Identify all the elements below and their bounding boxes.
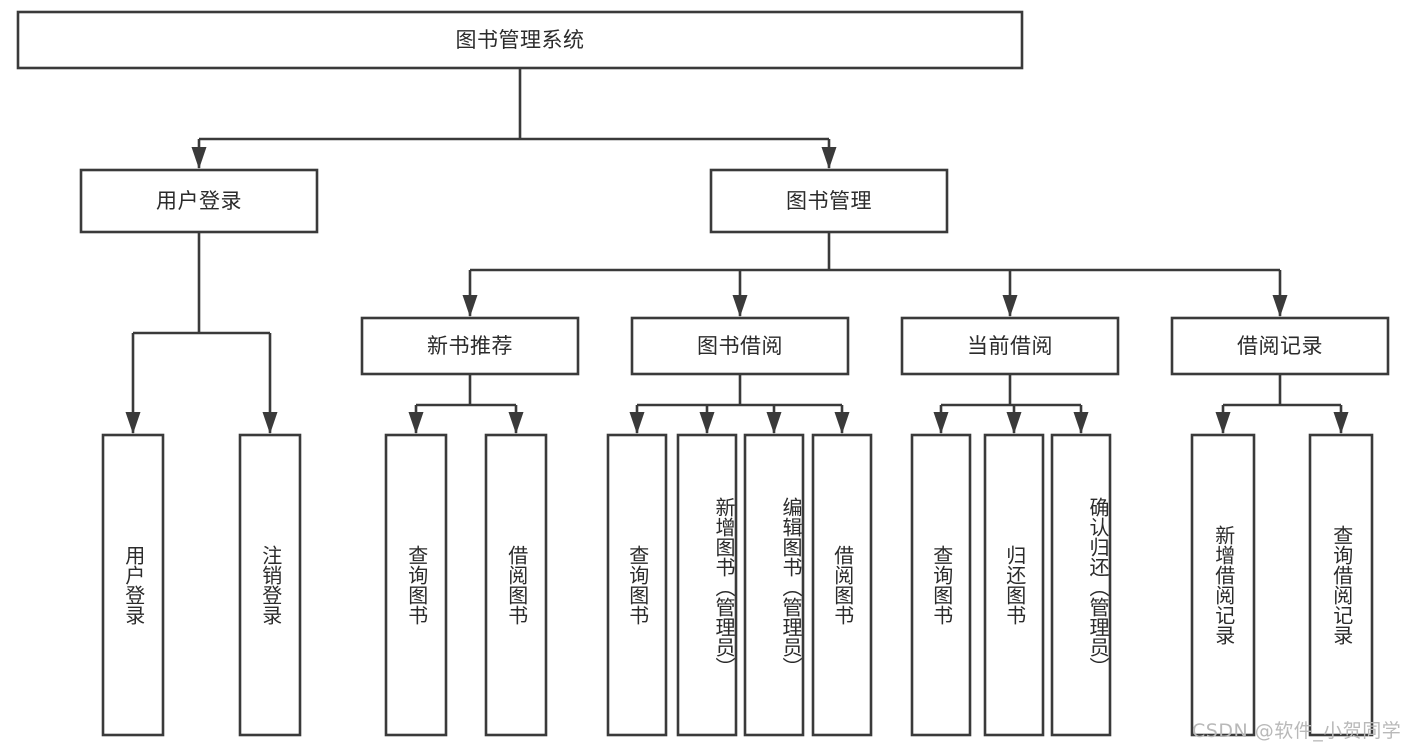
connector-layer <box>125 68 1349 434</box>
arrow-head-icon <box>462 295 478 317</box>
node-leaf-0 <box>101 433 165 737</box>
node-leaf-3 <box>484 433 548 737</box>
node-leaf-4 <box>606 433 668 737</box>
arrow-head-icon <box>262 412 278 434</box>
node-leaf-11 <box>1190 433 1256 737</box>
arrow-head-icon <box>1272 295 1288 317</box>
arrow-head-icon <box>408 412 424 434</box>
node-leaf-6 <box>743 433 805 737</box>
arrow-head-icon <box>1006 412 1022 434</box>
arrow-head-icon <box>699 412 715 434</box>
arrow-head-icon <box>732 295 748 317</box>
box-layer <box>16 10 1390 737</box>
node-level2-2 <box>900 316 1120 376</box>
node-level2-0 <box>360 316 580 376</box>
arrow-head-icon <box>508 412 524 434</box>
node-leaf-8 <box>910 433 972 737</box>
node-level2-3 <box>1170 316 1390 376</box>
node-leaf-2 <box>384 433 448 737</box>
node-root <box>16 10 1024 70</box>
node-level2-1 <box>630 316 850 376</box>
arrow-head-icon <box>1002 295 1018 317</box>
arrow-head-icon <box>125 412 141 434</box>
arrow-head-icon <box>191 147 207 169</box>
node-leaf-12 <box>1308 433 1374 737</box>
node-leaf-5 <box>676 433 738 737</box>
watermark-text: CSDN @软件_小贺同学 <box>1192 720 1402 742</box>
arrow-head-icon <box>1333 412 1349 434</box>
node-leaf-1 <box>238 433 302 737</box>
node-level1-0 <box>79 168 319 234</box>
node-leaf-7 <box>811 433 873 737</box>
node-level1-1 <box>709 168 949 234</box>
node-leaf-10 <box>1050 433 1112 737</box>
arrow-head-icon <box>834 412 850 434</box>
arrow-head-icon <box>766 412 782 434</box>
arrow-head-icon <box>933 412 949 434</box>
node-leaf-9 <box>983 433 1045 737</box>
arrow-head-icon <box>821 147 837 169</box>
arrow-head-icon <box>629 412 645 434</box>
arrow-head-icon <box>1215 412 1231 434</box>
arrow-head-icon <box>1073 412 1089 434</box>
